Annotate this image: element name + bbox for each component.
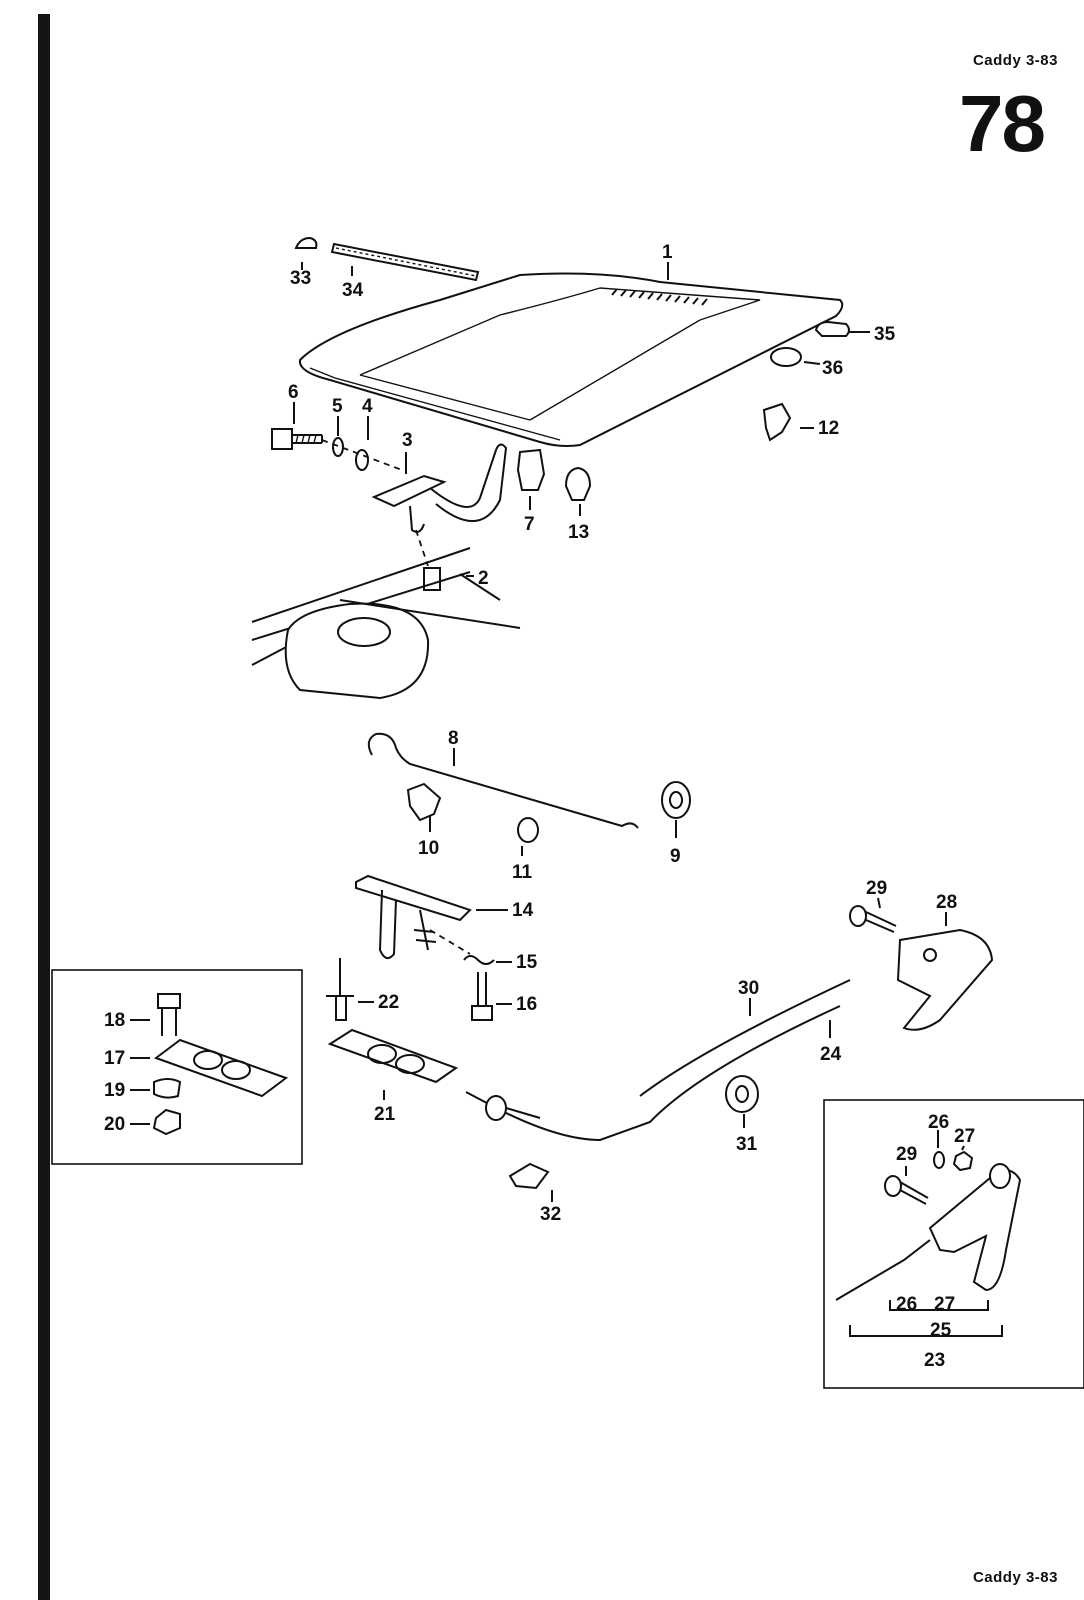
part-18-bolt bbox=[157, 993, 181, 1036]
callout-29: 29 bbox=[866, 878, 887, 899]
part-31-grommet bbox=[725, 1075, 759, 1113]
callout-24: 24 bbox=[820, 1044, 842, 1065]
part-29-screw bbox=[849, 905, 897, 933]
part-32-clamp bbox=[508, 1162, 550, 1190]
callout-14: 14 bbox=[512, 900, 534, 921]
part-17-plate bbox=[153, 1038, 289, 1098]
part-11-clip bbox=[517, 817, 539, 843]
callout-10: 10 bbox=[418, 838, 439, 859]
inset-callout-26-bracket: 26 bbox=[896, 1294, 917, 1315]
callout-19: 19 bbox=[104, 1080, 125, 1101]
callout-7: 7 bbox=[524, 514, 535, 535]
part-4-washer bbox=[355, 449, 369, 471]
inset-left-box bbox=[51, 969, 303, 1165]
callout-21: 21 bbox=[374, 1104, 396, 1125]
callout-20: 20 bbox=[104, 1114, 125, 1135]
callout-2: 2 bbox=[478, 568, 489, 589]
callout-32: 32 bbox=[540, 1204, 561, 1225]
inset-callout-25: 25 bbox=[930, 1320, 952, 1341]
part-16-bolt bbox=[471, 972, 493, 1021]
callout-35: 35 bbox=[874, 324, 896, 345]
header-model-label: Caddy 3-83 bbox=[972, 52, 1058, 69]
bracket-25 bbox=[889, 1300, 989, 1311]
callout-8: 8 bbox=[448, 728, 459, 749]
part-33-clip bbox=[294, 236, 318, 249]
callout-22: 22 bbox=[378, 992, 399, 1013]
inset-release-lever bbox=[835, 1163, 1022, 1301]
callout-31: 31 bbox=[736, 1134, 758, 1155]
callout-18: 18 bbox=[104, 1010, 125, 1031]
part-20-nut bbox=[152, 1108, 181, 1136]
part-22-pin bbox=[326, 958, 354, 1021]
callout-11: 11 bbox=[512, 862, 533, 883]
part-14-lock-plate bbox=[355, 874, 472, 960]
inset-right-labels: 29 26 27 26 27 25 23 bbox=[896, 1112, 975, 1371]
callout-34: 34 bbox=[342, 280, 364, 301]
part-24-cable bbox=[465, 1005, 841, 1142]
hood-panel bbox=[298, 272, 844, 447]
scan-edge-bar bbox=[38, 14, 50, 1600]
callout-9: 9 bbox=[670, 846, 681, 867]
callout-13: 13 bbox=[568, 522, 589, 543]
cable-end-fitting bbox=[485, 1095, 541, 1121]
callout-33: 33 bbox=[290, 268, 311, 289]
inset-callout-23: 23 bbox=[924, 1350, 945, 1371]
inset-callout-26: 26 bbox=[928, 1112, 949, 1133]
part-19-clip bbox=[153, 1078, 182, 1099]
bracket-23 bbox=[849, 1325, 1003, 1337]
callout-labels: 1 2 3 4 5 6 7 8 9 10 11 12 13 14 15 16 1… bbox=[104, 242, 957, 1225]
part-34-seal-strip bbox=[330, 242, 480, 282]
callout-30: 30 bbox=[738, 978, 759, 999]
callout-36: 36 bbox=[822, 358, 843, 379]
part-28-release-handle bbox=[896, 928, 994, 1031]
callout-17: 17 bbox=[104, 1048, 125, 1069]
part-36-grommet bbox=[770, 347, 802, 367]
inset-callout-29: 29 bbox=[896, 1144, 917, 1165]
inset-washer-26 bbox=[933, 1151, 945, 1169]
part-10-lock bbox=[406, 782, 442, 822]
part-15-spring bbox=[463, 955, 495, 965]
inset-callout-27: 27 bbox=[954, 1126, 975, 1147]
part-6-bolt bbox=[271, 428, 323, 450]
callout-4: 4 bbox=[362, 396, 373, 417]
inset-callout-27-bracket: 27 bbox=[934, 1294, 955, 1315]
engine-bay-outline bbox=[251, 547, 521, 700]
part-8-rod bbox=[367, 732, 639, 829]
callout-1: 1 bbox=[662, 242, 673, 263]
part-5-washer bbox=[332, 437, 344, 457]
callout-3: 3 bbox=[402, 430, 413, 451]
page-number: 78 bbox=[959, 79, 1046, 168]
part-9-grommet bbox=[661, 781, 691, 819]
part-30-cable-sleeve bbox=[639, 979, 851, 1097]
part-7-catch bbox=[516, 448, 546, 491]
assembly-dash-lines bbox=[321, 439, 471, 955]
inset-nut-27 bbox=[952, 1150, 974, 1172]
inset-right-box bbox=[823, 1099, 1084, 1389]
footer-model-label: Caddy 3-83 bbox=[972, 1569, 1058, 1586]
inset-screw-29 bbox=[884, 1175, 929, 1205]
part-3-hinge bbox=[371, 443, 508, 533]
callout-12: 12 bbox=[818, 418, 839, 439]
part-35-buffer bbox=[814, 320, 850, 337]
callout-5: 5 bbox=[332, 396, 343, 417]
callout-6: 6 bbox=[288, 382, 299, 403]
part-21-plate bbox=[327, 1028, 459, 1084]
part-2-clip bbox=[423, 567, 441, 591]
callout-16: 16 bbox=[516, 994, 537, 1015]
callout-28: 28 bbox=[936, 892, 957, 913]
part-12-bracket bbox=[762, 402, 792, 442]
part-13-buffer bbox=[564, 466, 592, 501]
leader-lines bbox=[130, 262, 965, 1202]
callout-15: 15 bbox=[516, 952, 538, 973]
